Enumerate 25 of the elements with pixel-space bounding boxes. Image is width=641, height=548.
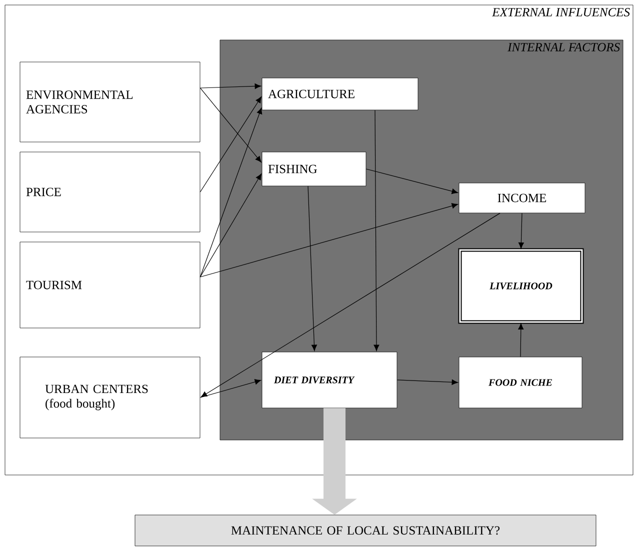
arrow xyxy=(396,379,458,385)
arrow xyxy=(366,168,458,194)
arrow xyxy=(200,203,458,278)
factor-box: TOURISM xyxy=(20,242,200,328)
arrow xyxy=(200,83,261,89)
factor-box: INCOME xyxy=(458,182,586,214)
arrow xyxy=(308,186,317,351)
factor-box: PRICE xyxy=(20,152,200,232)
arrow xyxy=(200,212,500,398)
arrow xyxy=(200,174,262,278)
arrow xyxy=(200,108,262,278)
factor-box: FISHING xyxy=(262,152,366,186)
arrow xyxy=(200,96,262,192)
factor-box: FOOD NICHE xyxy=(458,356,582,408)
factor-box: DIET DIVERSITY xyxy=(262,352,398,408)
arrow xyxy=(200,379,262,398)
factor-box: URBAN CENTERS (food bought) xyxy=(20,356,200,438)
arrow xyxy=(518,212,524,249)
arrow xyxy=(374,110,380,351)
arrow xyxy=(518,323,524,358)
factor-box: AGRICULTURE xyxy=(262,78,418,110)
question-box: MAINTENANCE OF LOCAL SUSTAINABILITY? xyxy=(134,514,596,546)
factor-box: ENVIRONMENTAL AGENCIES xyxy=(20,62,200,142)
outcome-box: LIVELIHOOD xyxy=(458,248,584,324)
arrow xyxy=(200,88,262,162)
